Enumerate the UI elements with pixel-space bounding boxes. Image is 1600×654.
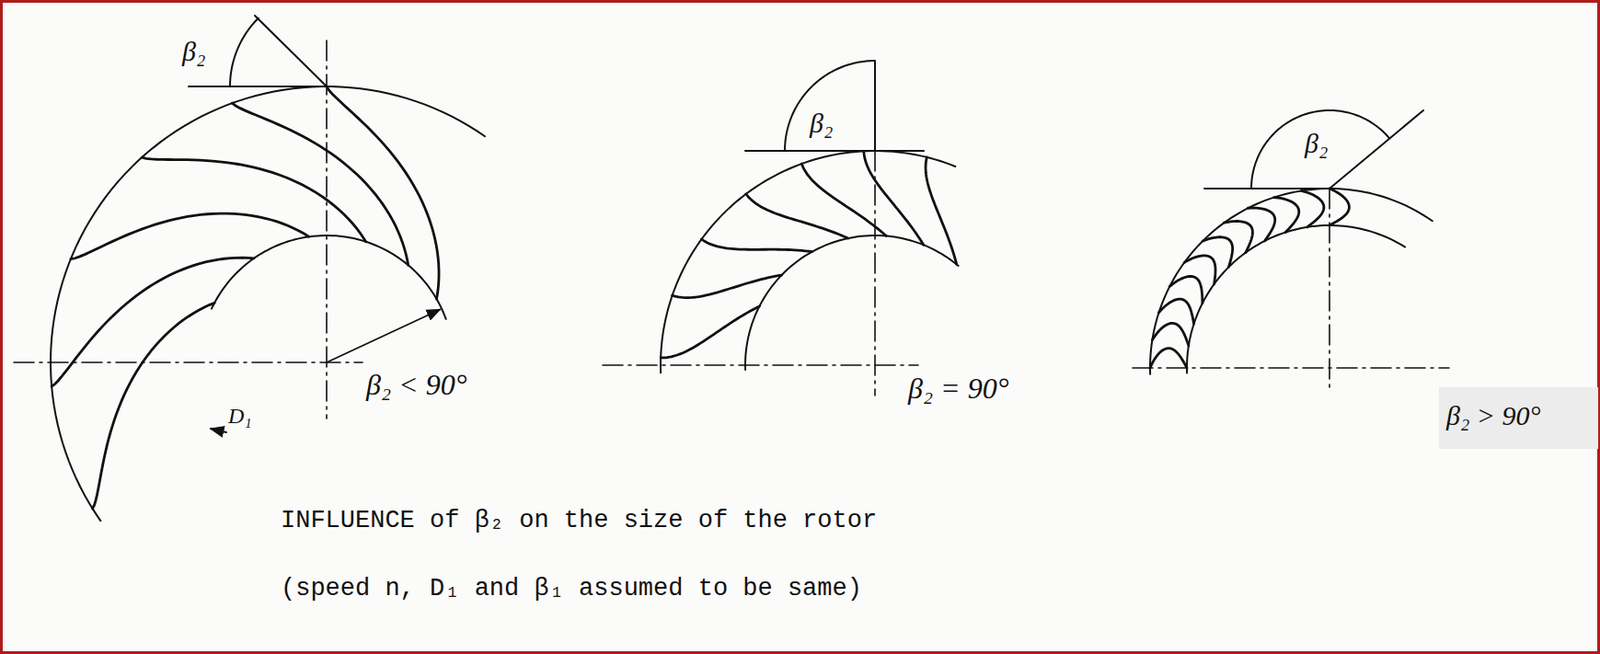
figure-label: β₂ <box>809 108 833 139</box>
figure-caption: INFLUENCE of β₂ on the size of the rotor <box>280 507 877 536</box>
impeller-blade <box>1169 276 1203 303</box>
angle-arc <box>1251 110 1390 189</box>
figure-label: β₂ <box>1304 128 1328 159</box>
dimension-arrow <box>210 428 227 433</box>
impeller-blade <box>863 150 924 245</box>
impeller-blade <box>51 257 254 387</box>
impeller-blade <box>1300 190 1324 228</box>
impeller-blade <box>801 163 887 236</box>
impeller-blade <box>1247 207 1275 242</box>
figure-label: β₂ = 90° <box>908 373 1009 405</box>
center-axis <box>1132 367 1450 369</box>
impeller-blade <box>1150 348 1187 369</box>
impeller-blade <box>1184 255 1216 285</box>
center-axis <box>874 150 876 396</box>
caption-note: (speed n, D₁ and β₁ assumed to be same) <box>280 575 863 604</box>
outer-circle <box>660 150 956 373</box>
impeller-blade <box>746 194 849 239</box>
dimension-arrow <box>326 310 440 363</box>
impeller-blade <box>231 103 408 265</box>
impeller-blade <box>326 86 439 300</box>
inner-circle <box>211 235 447 320</box>
angle-arc <box>230 18 259 87</box>
figure-label: β₂ <box>182 36 206 67</box>
scan-patch <box>1438 387 1599 449</box>
blade-tangent <box>1329 110 1424 189</box>
figure-label: D₁ <box>228 404 253 428</box>
impeller-blade <box>92 302 216 509</box>
blade-tangent <box>874 61 876 151</box>
center-axis <box>13 361 363 364</box>
impeller-blade <box>701 239 812 253</box>
figure-label: β₂ > 90° <box>1446 401 1542 431</box>
impeller-blade <box>1223 220 1253 253</box>
impeller-blade <box>925 157 957 265</box>
inner-circle <box>745 235 959 370</box>
impeller-blade <box>1159 299 1195 324</box>
impeller-blade <box>141 157 366 242</box>
reference-line <box>745 149 924 152</box>
impeller-blade <box>1151 322 1189 346</box>
angle-arc <box>784 60 875 151</box>
reference-line <box>188 85 327 88</box>
impeller-blade <box>70 213 310 260</box>
outer-circle <box>50 86 485 521</box>
inner-circle <box>1186 225 1405 373</box>
reference-line <box>1204 187 1330 190</box>
figure-label: β₂ < 90° <box>366 369 467 402</box>
impeller-blade <box>1202 237 1233 268</box>
outer-circle <box>1150 188 1433 375</box>
center-axis <box>602 364 919 367</box>
impeller-blade <box>672 275 783 299</box>
impeller-blade <box>1274 197 1300 233</box>
blade-tangent <box>254 15 327 87</box>
center-axis <box>1328 188 1331 392</box>
impeller-blade <box>1329 188 1349 226</box>
impeller-blade <box>660 306 760 358</box>
